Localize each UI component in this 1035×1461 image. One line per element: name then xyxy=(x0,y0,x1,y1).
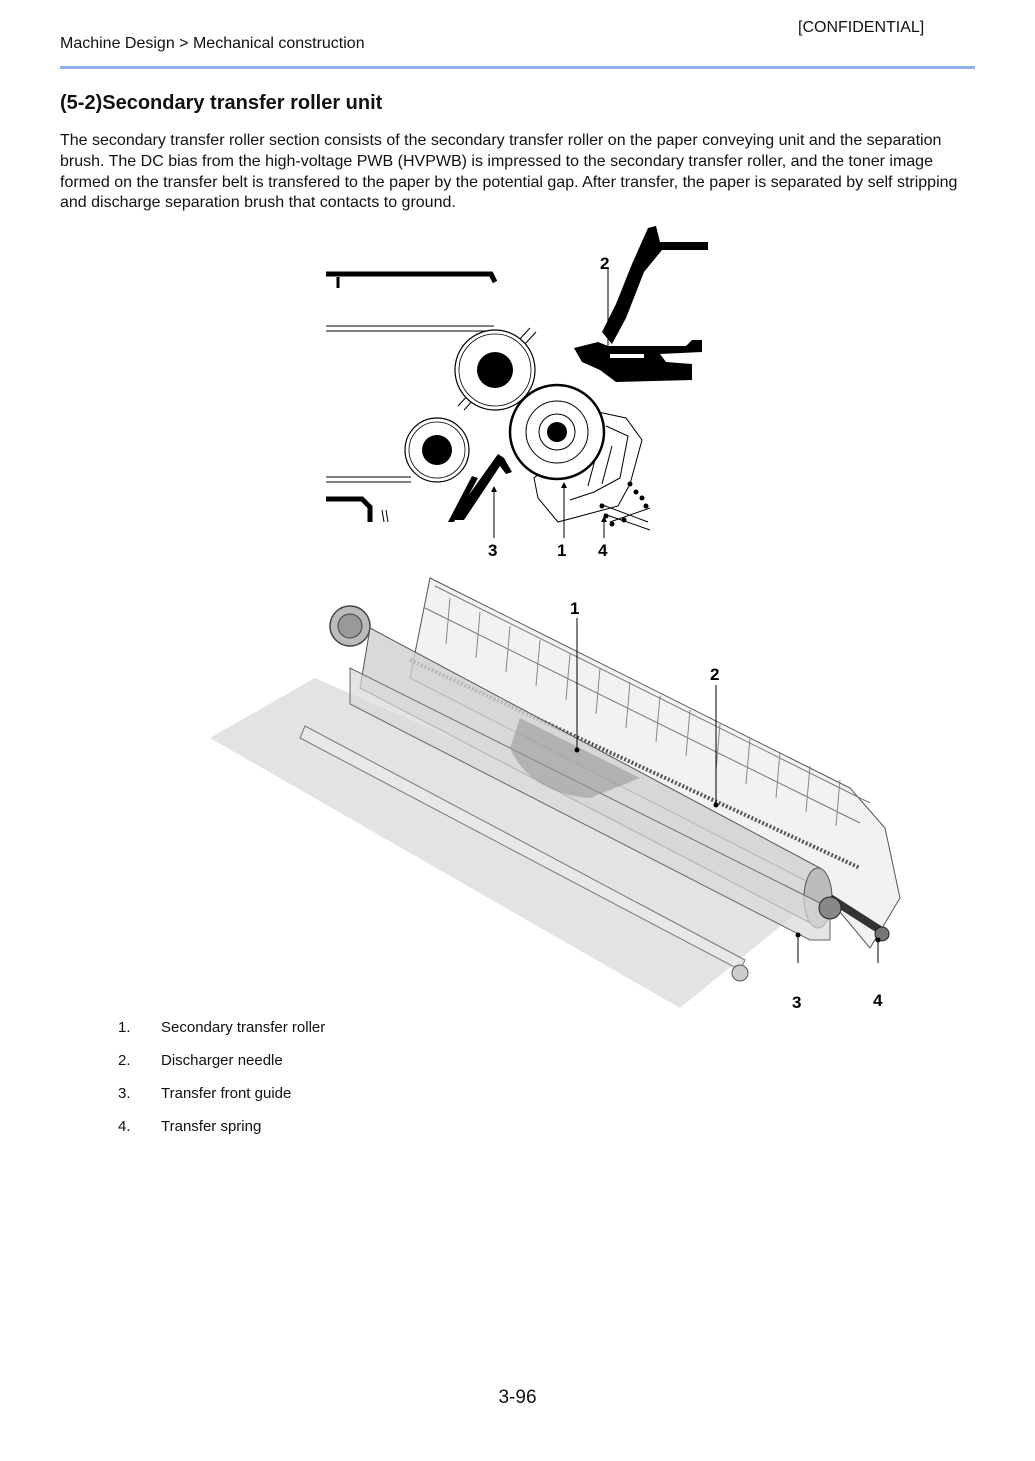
iso-callout-4: 4 xyxy=(873,991,883,1010)
isometric-unit-figure: 1 2 3 4 xyxy=(210,568,915,1012)
list-item-number: 4. xyxy=(118,1118,131,1135)
section-title: (5-2)Secondary transfer roller unit xyxy=(60,92,383,114)
top-callout-4: 4 xyxy=(598,541,608,560)
confidential-label: [CONFIDENTIAL] xyxy=(798,19,925,36)
cross-section-figure: 2 3 1 4 xyxy=(326,222,716,567)
header-rule xyxy=(60,66,975,69)
iso-callout-3: 3 xyxy=(792,993,801,1010)
list-item: 3. Transfer front guide xyxy=(118,1085,325,1118)
breadcrumb: Machine Design > Mechanical construction xyxy=(60,35,365,52)
list-item-label: Secondary transfer roller xyxy=(161,1019,326,1036)
parts-list: 1. Secondary transfer roller 2. Discharg… xyxy=(118,1019,325,1151)
list-item-label: Discharger needle xyxy=(161,1052,283,1069)
list-item-number: 3. xyxy=(118,1085,131,1102)
list-item: 2. Discharger needle xyxy=(118,1052,325,1085)
top-callout-2: 2 xyxy=(600,254,609,273)
top-callout-3: 3 xyxy=(488,541,497,560)
page-number: 3-96 xyxy=(498,1387,537,1408)
top-callout-1: 1 xyxy=(557,541,566,560)
list-item-label: Transfer front guide xyxy=(161,1085,292,1102)
list-item: 4. Transfer spring xyxy=(118,1118,325,1151)
list-item: 1. Secondary transfer roller xyxy=(118,1019,325,1052)
iso-callout-1: 1 xyxy=(570,599,579,618)
list-item-number: 1. xyxy=(118,1019,131,1036)
iso-callout-2: 2 xyxy=(710,665,719,684)
list-item-label: Transfer spring xyxy=(161,1118,262,1135)
intro-paragraph: The secondary transfer roller section co… xyxy=(60,132,958,212)
list-item-number: 2. xyxy=(118,1052,131,1069)
